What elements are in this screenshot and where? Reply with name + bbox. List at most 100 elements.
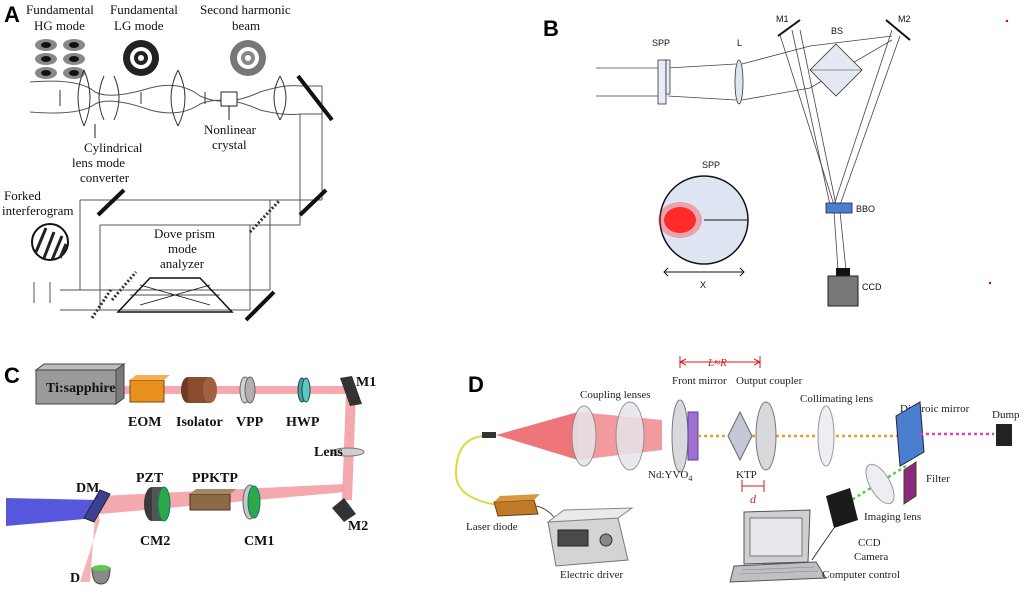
pump-beam-cone (496, 412, 578, 460)
panel-b-letter: B (543, 16, 559, 41)
label-fund-lg-2: LG mode (114, 18, 164, 33)
detector-d (91, 567, 111, 585)
spp-inset-disk (658, 175, 749, 265)
cm1-mirror (242, 484, 261, 520)
label-d-front-mirror: Front mirror (672, 375, 727, 387)
label-d-electric-driver: Electric driver (560, 569, 624, 581)
label-shg-2: beam (232, 18, 260, 33)
label-c-laser: Ti:sapphire (46, 381, 116, 396)
pzt-cm2 (144, 486, 171, 522)
ccd-camera-d (826, 488, 858, 528)
red-dot-top (1005, 19, 1009, 23)
ti-sapphire-laser (34, 363, 126, 405)
label-d-ccd-1: CCD (858, 537, 881, 549)
label-d-ccd-2: Camera (854, 551, 888, 563)
panel-d-letter: D (468, 372, 484, 397)
label-d-ndyvo: Nd:YVO4 (648, 469, 692, 483)
label-c-m1: M1 (356, 375, 376, 390)
spp-step (665, 59, 671, 95)
label-d-lr: L≈R (707, 357, 727, 369)
laser-diode (493, 494, 540, 517)
label-d-ktp: KTP (736, 469, 757, 481)
label-b-m1: M1 (776, 14, 789, 24)
shg-beam-pattern (230, 40, 266, 76)
panel-a: A Fundamental HG mode Fundamental LG mod… (2, 2, 334, 322)
lg-mode-pattern (123, 40, 159, 76)
label-d-imaging: Imaging lens (864, 511, 921, 523)
panel-a-lenses (59, 69, 287, 127)
label-dove-1: Dove prism (154, 226, 215, 241)
label-c-m2: M2 (348, 519, 368, 534)
label-c-hwp: HWP (286, 415, 320, 430)
label-cyl-3: converter (80, 170, 130, 185)
ktp-crystal (727, 410, 753, 462)
collimating-lens (817, 405, 835, 467)
output-coupler (755, 401, 777, 471)
mirror-c-m1 (340, 376, 362, 406)
red-dot-bottom (988, 281, 992, 285)
label-cyl-1: Cylindrical (84, 140, 143, 155)
label-fund-hg-1: Fundamental (26, 2, 94, 17)
fiber-cable (454, 435, 505, 507)
label-c-cm1: CM1 (244, 534, 274, 549)
computer-laptop (729, 509, 827, 583)
label-b-l: L (737, 38, 742, 48)
spp-plate (657, 59, 667, 105)
label-c-lens: Lens (314, 445, 343, 460)
filter (903, 461, 917, 505)
panel-c-letter: C (4, 363, 20, 388)
d-dimension (741, 480, 765, 492)
label-c-eom: EOM (128, 415, 161, 430)
label-cyl-2: lens mode (72, 155, 125, 170)
label-shg-1: Second harmonic (200, 2, 291, 17)
dichroic-mirror-d (895, 401, 925, 467)
lens-l (734, 59, 744, 105)
imaging-lens (865, 463, 895, 505)
beam-splitter-cube (809, 43, 863, 97)
panel-d: D L≈R Coupling lenses Front mirror Outpu… (454, 356, 1020, 583)
ccd-cable (811, 527, 835, 561)
label-c-cm2: CM2 (140, 534, 170, 549)
vpp-plate (239, 376, 256, 404)
mirror-m2 (885, 19, 911, 41)
label-dove-3: analyzer (160, 256, 205, 271)
label-d-dump: Dump (992, 409, 1020, 421)
label-fork-1: Forked (4, 188, 41, 203)
dichroic-mirror-c (83, 489, 111, 523)
ndyvo4-crystal (687, 411, 699, 461)
dove-prism (116, 277, 234, 313)
panel-a-mirrors (96, 74, 334, 322)
beam-dump (996, 424, 1012, 446)
label-fund-lg-1: Fundamental (110, 2, 178, 17)
mirror-c-m2 (332, 498, 356, 522)
nonlinear-crystal (220, 91, 238, 107)
mirror-m1 (777, 19, 801, 37)
label-c-d: D (70, 571, 80, 586)
fiber-connector (482, 432, 496, 438)
isolator-block (181, 377, 217, 403)
label-d-computer: Computer control (822, 569, 900, 581)
panel-a-splitters (90, 198, 282, 319)
label-d-coupling: Coupling lenses (580, 389, 651, 401)
label-d-laser-diode: Laser diode (466, 521, 518, 533)
label-b-bbo: BBO (856, 204, 875, 214)
hg-mode-pattern (35, 39, 85, 79)
label-d-collimating: Collimating lens (800, 393, 873, 405)
label-b-x: X (700, 280, 706, 290)
coupling-lens-2 (615, 401, 645, 471)
detector-d-window (92, 565, 110, 571)
label-d-filter: Filter (926, 473, 950, 485)
label-c-vpp: VPP (236, 415, 264, 430)
ccd-lens (836, 268, 850, 276)
electric-driver (546, 507, 634, 567)
ppktp-crystal (189, 489, 236, 511)
panel-a-letter: A (4, 2, 20, 27)
label-c-dm: DM (76, 481, 99, 496)
label-b-m2: M2 (898, 14, 911, 24)
label-b-spp-inset: SPP (702, 160, 720, 170)
label-b-bs: BS (831, 26, 843, 36)
label-c-isolator: Isolator (176, 415, 223, 430)
panel-b: B SPP L M1 M2 BS BBO CCD (543, 14, 1009, 307)
hwp-plate (297, 377, 311, 403)
